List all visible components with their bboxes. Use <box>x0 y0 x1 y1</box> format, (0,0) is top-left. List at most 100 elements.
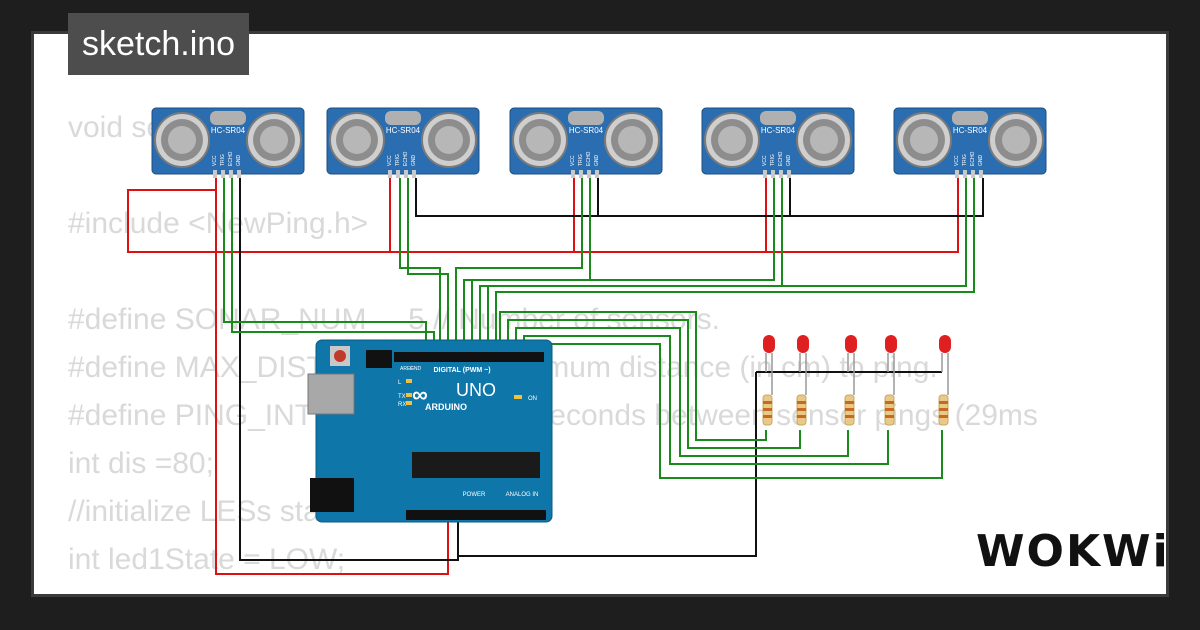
trig-wire <box>471 178 775 352</box>
arduino-uno: DIGITAL (PWM ~)AREFGND∞UNOARDUINOLTXRXON… <box>307 339 553 523</box>
sensor-crystal <box>210 111 246 125</box>
filename-badge: sketch.ino <box>68 13 250 75</box>
echo-wire <box>463 178 591 352</box>
transducer-mesh <box>526 126 554 154</box>
resistor-band <box>763 415 772 418</box>
transducer-mesh <box>810 126 838 154</box>
board-led-label: L <box>398 380 402 386</box>
brand-label: ARDUINO <box>425 402 467 412</box>
resistor-band <box>845 408 854 411</box>
vcc-bus-wire <box>127 178 959 253</box>
sensor-pin <box>763 170 767 178</box>
echo-wire <box>495 178 975 352</box>
sensor-pin <box>237 170 241 178</box>
sensor-model: HC-SR04 <box>953 126 988 135</box>
board-led <box>406 393 412 397</box>
red-led <box>885 335 897 353</box>
on-label: ON <box>528 396 537 402</box>
sensor-pin-label: VCC <box>954 155 960 166</box>
sensor-pin <box>971 170 975 178</box>
led-signal-wire <box>531 343 943 479</box>
sensor-model: HC-SR04 <box>211 126 246 135</box>
gnd-bus-wire <box>415 178 984 217</box>
icsp-header <box>366 350 392 368</box>
reset-button-cap <box>334 350 346 362</box>
sensor-pin-label: ECHO <box>403 151 409 166</box>
sensor-pin <box>388 170 392 178</box>
usb-port <box>307 373 355 415</box>
transducer-mesh <box>718 126 746 154</box>
sensor-pin-label: TRIG <box>770 154 776 166</box>
trig-wire <box>399 178 441 352</box>
resistor-band <box>763 408 772 411</box>
sensor-pin-label: ECHO <box>778 151 784 166</box>
sensor-pin-label: TRIG <box>962 154 968 166</box>
sensor-crystal <box>952 111 988 125</box>
sensor-pin <box>396 170 400 178</box>
sensor-pin <box>779 170 783 178</box>
sensor-pin <box>963 170 967 178</box>
sensor-pin-label: GND <box>978 155 984 167</box>
code-line: int led2State = LOW; <box>68 584 1038 594</box>
sensor-pin-label: ECHO <box>586 151 592 166</box>
resistor-band <box>845 415 854 418</box>
model-label: UNO <box>456 380 496 400</box>
transducer-mesh <box>618 126 646 154</box>
board-led-label: TX <box>398 394 406 400</box>
resistor-band <box>885 415 894 418</box>
resistor-band <box>885 408 894 411</box>
resistor-band <box>797 415 806 418</box>
led-signal-wire <box>499 311 767 441</box>
board-led-label: RX <box>398 402 406 408</box>
trig-wire <box>223 178 427 352</box>
sensor-pin-label: GND <box>594 155 600 167</box>
code-line: #include <NewPing.h> <box>68 207 369 240</box>
sensor-crystal <box>385 111 421 125</box>
resistor-band <box>763 401 772 404</box>
sensor-pin-label: VCC <box>387 155 393 166</box>
resistor-band <box>939 415 948 418</box>
microcontroller-chip <box>412 452 540 478</box>
sensor-pin-label: VCC <box>570 155 576 166</box>
sensor-pin <box>213 170 217 178</box>
resistor-band <box>797 401 806 404</box>
resistor-band <box>939 408 948 411</box>
led-signal-wire <box>523 335 889 465</box>
sensor-pin <box>771 170 775 178</box>
echo-wire <box>479 178 783 352</box>
led-signal-wire <box>515 327 849 457</box>
sensor-pin <box>595 170 599 178</box>
code-line: int dis =80; <box>68 447 214 480</box>
power-analog-header <box>406 510 546 520</box>
sensor-model: HC-SR04 <box>386 126 421 135</box>
sensor-pin <box>587 170 591 178</box>
sensor-pin-label: ECHO <box>970 151 976 166</box>
board-led <box>406 401 412 405</box>
aref-label: AREF <box>400 366 413 372</box>
echo-wire <box>231 178 435 352</box>
sensor-model: HC-SR04 <box>761 126 796 135</box>
sensor-pin <box>412 170 416 178</box>
sensor-pin <box>979 170 983 178</box>
analog-label: ANALOG IN <box>506 492 539 498</box>
sensor-pin-label: GND <box>411 155 417 167</box>
digital-header <box>394 352 544 362</box>
sensor-pin-label: ECHO <box>228 151 234 166</box>
resistor-band <box>797 408 806 411</box>
sensor-pin <box>404 170 408 178</box>
sensor-pin <box>787 170 791 178</box>
sensor-pin <box>579 170 583 178</box>
red-led <box>797 335 809 353</box>
sensor-pin-label: TRIG <box>220 154 226 166</box>
transducer-mesh <box>260 126 288 154</box>
sensor-pin <box>571 170 575 178</box>
resistor-band <box>885 401 894 404</box>
trig-wire <box>487 178 967 352</box>
led-signal-wire <box>507 319 801 449</box>
sensor-pin-label: GND <box>786 155 792 167</box>
sensor-pin-label: VCC <box>212 155 218 166</box>
